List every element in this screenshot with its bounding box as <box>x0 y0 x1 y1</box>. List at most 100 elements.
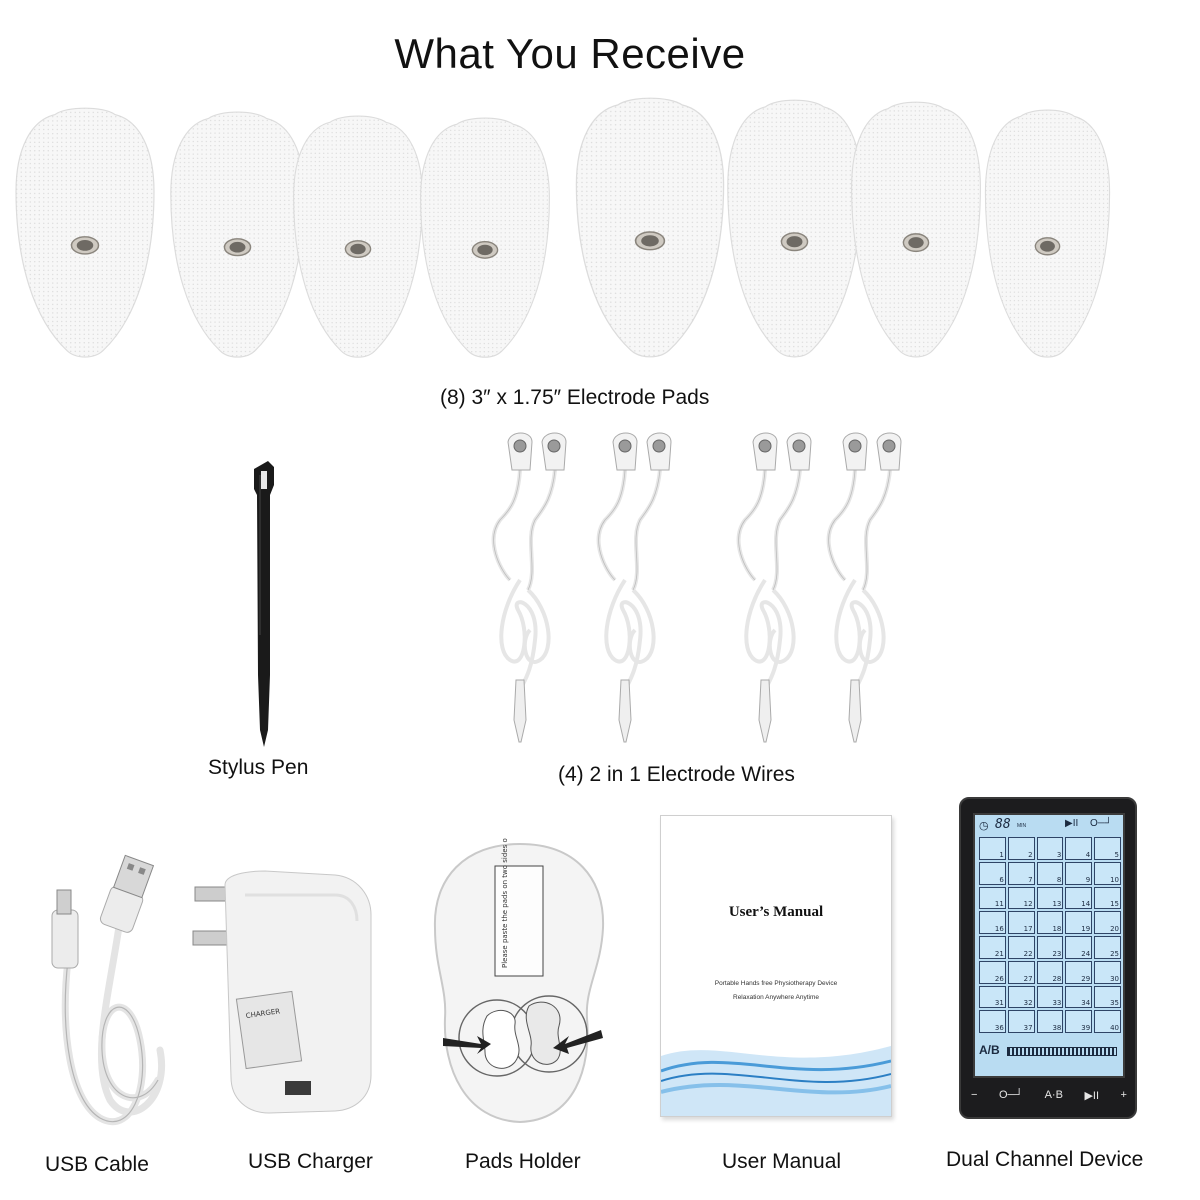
program-cell[interactable]: 7 <box>1007 861 1035 885</box>
program-cell[interactable]: 37 <box>1007 1010 1035 1033</box>
program-number: 22 <box>1023 949 1033 958</box>
program-cell[interactable]: 38 <box>1036 1010 1064 1033</box>
electrode-pads-caption: (8) 3″ x 1.75″ Electrode Pads <box>440 386 710 409</box>
program-cell[interactable]: 28 <box>1036 960 1064 984</box>
program-number: 37 <box>1023 1024 1033 1032</box>
program-cell[interactable]: 16 <box>979 911 1006 934</box>
program-number: 33 <box>1052 999 1062 1008</box>
program-cell[interactable]: 34 <box>1065 985 1093 1009</box>
program-number: 25 <box>1110 949 1119 958</box>
usb-cable-image <box>30 850 190 1140</box>
play-pause-indicator-icon: ▶II <box>1065 818 1079 829</box>
electrode-pad <box>165 110 310 362</box>
program-cell[interactable]: 6 <box>979 861 1006 885</box>
program-number: 5 <box>1114 850 1119 859</box>
program-cell[interactable]: 8 <box>1036 861 1064 885</box>
electrode-pad <box>415 116 555 362</box>
program-cell[interactable]: 23 <box>1036 936 1064 959</box>
program-cell[interactable]: 13 <box>1036 886 1064 910</box>
program-cell[interactable]: 10 <box>1094 861 1121 885</box>
program-cell[interactable]: 20 <box>1094 911 1121 934</box>
program-cell[interactable]: 25 <box>1094 936 1121 959</box>
electrode-wire <box>480 430 580 745</box>
program-cell[interactable]: 18 <box>1036 911 1064 934</box>
program-number: 32 <box>1023 999 1033 1008</box>
program-cell[interactable]: 29 <box>1065 960 1093 984</box>
device-button-row: − O─┘ A·B ▶II + <box>971 1089 1127 1102</box>
program-number: 21 <box>994 949 1004 958</box>
program-number: 19 <box>1081 925 1091 933</box>
channel-indicator: A/B <box>979 1043 1000 1057</box>
program-number: 34 <box>1081 999 1091 1008</box>
timer-unit: MIN <box>1017 823 1027 829</box>
program-number: 27 <box>1023 974 1033 983</box>
usb-cable-caption: USB Cable <box>45 1153 149 1176</box>
dual-channel-device-caption: Dual Channel Device <box>946 1148 1144 1171</box>
pads-holder-caption: Pads Holder <box>465 1150 581 1173</box>
program-cell[interactable]: 39 <box>1065 1010 1093 1033</box>
program-cell[interactable]: 22 <box>1007 936 1035 959</box>
program-cell[interactable]: 4 <box>1065 837 1093 860</box>
program-number: 9 <box>1085 875 1091 884</box>
program-cell[interactable]: 33 <box>1036 985 1064 1009</box>
program-cell[interactable]: 5 <box>1094 837 1121 860</box>
lock-button[interactable]: O─┘ <box>998 1089 1024 1101</box>
program-number: 12 <box>1023 900 1033 909</box>
program-cell[interactable]: 17 <box>1007 911 1035 934</box>
program-number: 2 <box>1028 850 1033 859</box>
program-number: 30 <box>1110 974 1119 983</box>
program-number: 36 <box>994 1024 1004 1032</box>
program-cell[interactable]: 14 <box>1065 886 1093 910</box>
user-manual-image: User’s Manual Portable Hands free Physio… <box>660 815 892 1117</box>
program-number: 15 <box>1110 900 1119 909</box>
intensity-bar <box>1007 1047 1117 1056</box>
electrode-pad <box>288 114 428 362</box>
manual-cover-line1: Portable Hands free Physiotherapy Device <box>714 980 838 987</box>
key-lock-icon: O─┘ <box>1090 818 1112 829</box>
play-pause-button[interactable]: ▶II <box>1084 1090 1100 1102</box>
program-cell[interactable]: 27 <box>1007 960 1035 984</box>
program-number: 1 <box>999 850 1004 859</box>
program-number: 11 <box>994 900 1004 909</box>
program-cell[interactable]: 19 <box>1065 911 1093 934</box>
program-number: 10 <box>1110 875 1119 884</box>
electrode-pad <box>10 106 160 362</box>
program-number: 16 <box>994 925 1004 933</box>
program-number: 8 <box>1056 875 1062 884</box>
program-cell[interactable]: 3 <box>1036 837 1064 860</box>
program-cell[interactable]: 40 <box>1094 1010 1121 1033</box>
program-cell[interactable]: 1 <box>979 837 1006 860</box>
channel-button[interactable]: A·B <box>1044 1089 1063 1101</box>
program-cell[interactable]: 35 <box>1094 985 1121 1009</box>
manual-cover-line2: Relaxation Anywhere Anytime <box>733 994 819 1001</box>
program-cell[interactable]: 31 <box>979 985 1006 1009</box>
program-cell[interactable]: 21 <box>979 936 1006 959</box>
program-cell[interactable]: 36 <box>979 1010 1006 1033</box>
program-cell[interactable]: 11 <box>979 886 1006 910</box>
electrode-wire <box>585 430 685 745</box>
clock-icon: ◷ <box>979 820 989 832</box>
minus-button[interactable]: − <box>971 1089 978 1101</box>
electrode-wire <box>725 430 825 745</box>
program-number: 35 <box>1110 999 1119 1008</box>
program-cell[interactable]: 24 <box>1065 936 1093 959</box>
program-number: 28 <box>1052 974 1062 983</box>
program-cell[interactable]: 15 <box>1094 886 1121 910</box>
usb-charger-image: CHARGER <box>185 855 385 1125</box>
program-number: 6 <box>999 875 1004 884</box>
user-manual-caption: User Manual <box>722 1150 842 1173</box>
program-number: 40 <box>1110 1024 1119 1032</box>
plus-button[interactable]: + <box>1120 1089 1127 1101</box>
program-cell[interactable]: 9 <box>1065 861 1093 885</box>
program-cell[interactable]: 30 <box>1094 960 1121 984</box>
program-number: 31 <box>994 999 1004 1008</box>
program-cell[interactable]: 12 <box>1007 886 1035 910</box>
program-cell[interactable]: 32 <box>1007 985 1035 1009</box>
program-cell[interactable]: 26 <box>979 960 1006 984</box>
program-number: 18 <box>1052 925 1062 933</box>
program-number: 4 <box>1085 850 1091 859</box>
program-cell[interactable]: 2 <box>1007 837 1035 860</box>
